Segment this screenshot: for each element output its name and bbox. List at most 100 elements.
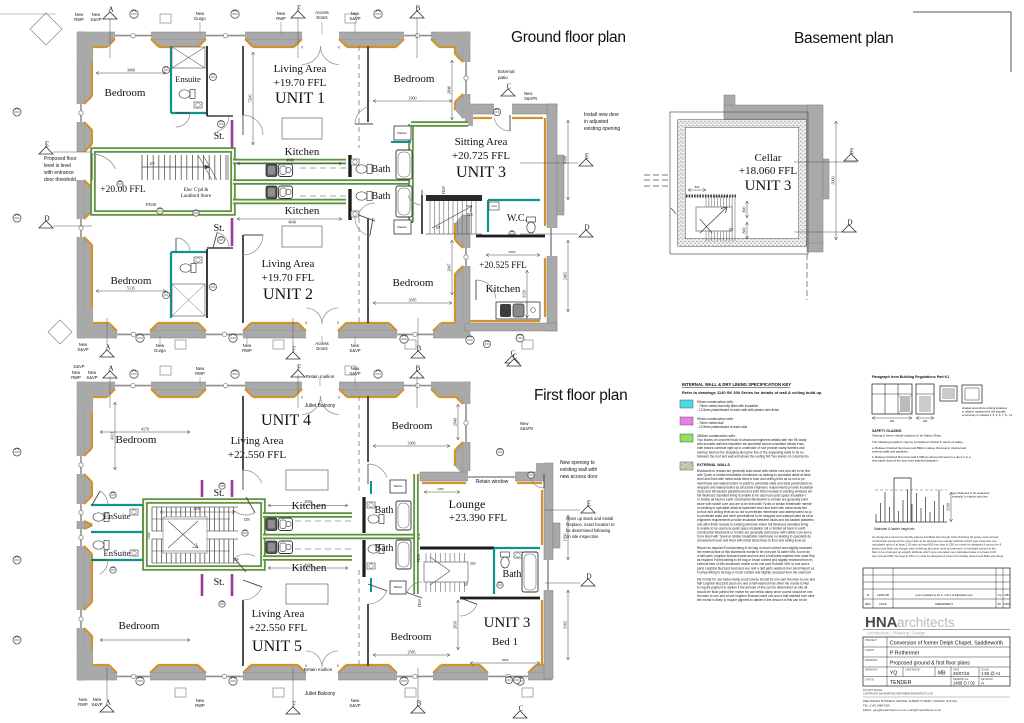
svg-text:YQ: YQ [997, 593, 1002, 597]
svg-text:3306: 3306 [408, 441, 416, 446]
svg-text:TEL: 0145 1888 4320: TEL: 0145 1888 4320 [863, 704, 890, 708]
svg-text:B: B [416, 5, 421, 13]
svg-text:RWP: RWP [242, 348, 252, 353]
svg-text:Retain window: Retain window [476, 479, 509, 485]
svg-text:Bedroom: Bedroom [119, 620, 160, 632]
svg-text:29/07/18: 29/07/18 [953, 671, 970, 676]
svg-text:External: External [498, 69, 515, 74]
svg-text:Bath: Bath [375, 543, 394, 554]
svg-text:Kitchen: Kitchen [292, 562, 327, 574]
svg-text:Conversion of former Delph Cha: Conversion of former Delph Chapel, Saddl… [890, 641, 1003, 647]
svg-text:New: New [243, 343, 252, 348]
svg-text:in adjusted: in adjusted [584, 119, 608, 125]
svg-text:Elec C'pd &: Elec C'pd & [184, 188, 209, 193]
svg-text:Cellar: Cellar [755, 152, 782, 164]
svg-text:Bath: Bath [372, 164, 391, 175]
svg-text:both leaves continue right up: both leaves continue right up to undersi… [697, 446, 805, 450]
svg-text:+20.525 FFL: +20.525 FFL [479, 260, 527, 270]
svg-text:New: New [351, 366, 360, 371]
svg-text:Proposed floor: Proposed floor [44, 156, 77, 162]
svg-text:S&VP: S&VP [77, 347, 88, 352]
svg-text:level and lined with metal stu: level and lined with metal studs fixed t… [697, 477, 805, 481]
svg-text:STATUS: STATUS [865, 679, 874, 682]
svg-text:side panel close at the door (: side panel close at the door (see attach… [872, 459, 938, 463]
svg-text:a summary is marked 4, 3, 2, 6: a summary is marked 4, 3, 2, 6, 7, 8 - 1… [962, 413, 1012, 417]
svg-text:RWP: RWP [276, 16, 286, 21]
svg-text:HNA: HNA [865, 614, 898, 631]
svg-text:1100: 1100 [946, 503, 951, 511]
svg-text:DO NOT SCALE: DO NOT SCALE [863, 688, 883, 692]
svg-text:EXTERNAL WALLS: EXTERNAL WALLS [697, 463, 730, 467]
svg-text:MB: MB [1004, 593, 1008, 597]
svg-text:S&VP: S&VP [86, 375, 97, 380]
svg-text:New: New [196, 698, 205, 703]
svg-text:New: New [351, 698, 360, 703]
svg-text:New: New [520, 421, 529, 426]
svg-text:wall top barriers the strappin: wall top barriers the strapping along th… [697, 450, 804, 454]
svg-text:DN: DN [470, 562, 476, 566]
svg-text:2300: 2300 [147, 532, 151, 539]
svg-text:- 12.5mm plasterboard to each: - 12.5mm plasterboard to each side with … [697, 408, 779, 412]
svg-text:Washer: Washer [397, 131, 407, 135]
svg-text:800: 800 [695, 185, 700, 189]
svg-text:Kitchen: Kitchen [292, 500, 327, 512]
svg-text:New: New [524, 91, 533, 96]
svg-text:5135: 5135 [127, 286, 135, 291]
svg-text:1380: 1380 [437, 487, 444, 491]
svg-text:St.: St. [214, 488, 225, 499]
svg-text:E: E [585, 153, 589, 161]
svg-text:to penetrate walls and steel p: to penetrate walls and steel penetration… [697, 514, 813, 518]
svg-text:New: New [79, 697, 88, 702]
svg-text:CHKD: CHKD [1003, 603, 1010, 606]
svg-text:of handrails carried at the up: of handrails carried at the upper flats … [872, 539, 997, 543]
svg-text:P Rothermel: P Rothermel [890, 651, 919, 657]
svg-text:door threshold: door threshold [44, 177, 76, 183]
svg-text:New opening to: New opening to [560, 460, 595, 466]
svg-text:the mortar for use below damp: the mortar for use below damp proof cour… [697, 578, 815, 582]
svg-text:Retain mullion: Retain mullion [306, 374, 335, 379]
svg-text:UNIT 1: UNIT 1 [275, 90, 325, 107]
svg-text:UNIT 5: UNIT 5 [252, 638, 302, 655]
svg-text:D: D [847, 219, 852, 227]
svg-text:Glazing in these critical loca: Glazing in these critical locations to b… [872, 434, 942, 438]
svg-text:a half parts Leighton Buzzard: a half parts Leighton Buzzard sand and o… [697, 554, 815, 558]
svg-text:1:50 @ A1: 1:50 @ A1 [981, 671, 1001, 676]
svg-text:flats to be arranged up equall: flats to be arranged up equally attribut… [872, 550, 996, 554]
svg-text:1760: 1760 [563, 534, 568, 542]
svg-text:Two leaves of concrete block t: Two leaves of concrete block to structur… [697, 438, 807, 442]
svg-text:UP: UP [436, 226, 441, 230]
svg-text:existing wall with: existing wall with [560, 467, 597, 473]
svg-text:E: E [587, 500, 591, 508]
svg-text:B: B [417, 345, 422, 353]
svg-text:Staircase & ladder height etc: Staircase & ladder height etc [874, 527, 915, 531]
svg-text:2846: 2846 [447, 86, 452, 94]
svg-text:2650: 2650 [453, 621, 458, 629]
svg-text:b. Between finished floor leve: b. Between finished floor level and 1,50… [872, 455, 971, 459]
svg-text:in relation replacement 2M typ: in relation replacement 2M typically [962, 410, 1006, 414]
svg-text:engineers requirements provide: engineers requirements provide insulatio… [697, 518, 814, 522]
svg-text:RWP: RWP [71, 375, 81, 380]
svg-text:2865: 2865 [509, 250, 516, 254]
svg-text:D: D [584, 224, 589, 232]
svg-text:+22.550 FFL: +22.550 FFL [249, 622, 307, 634]
svg-text:EnSuite: EnSuite [104, 511, 131, 521]
svg-text:full thickness insulated linin: full thickness insulated lining is unabl… [697, 494, 807, 498]
svg-text:calculated area of at least 2.: calculated area of at least 2.00 sqm at … [872, 543, 1001, 547]
svg-text:MB: MB [938, 671, 946, 677]
svg-text:F: F [292, 346, 296, 354]
svg-text:7200: 7200 [248, 95, 253, 103]
svg-text:wrapped and waterproofed as st: wrapped and waterproofed as structural e… [697, 485, 813, 489]
svg-text:Refer to drawings 1140 SK 300: Refer to drawings 1140 SK 300 Series for… [682, 390, 822, 395]
svg-text:existing opening: existing opening [584, 126, 620, 132]
svg-text:A: A [108, 365, 113, 373]
svg-text:CHECKED BY: CHECKED BY [905, 669, 921, 672]
svg-text:architects: architects [897, 615, 955, 630]
svg-text:D: D [44, 215, 49, 223]
svg-text:A: A [108, 6, 113, 14]
svg-text:4000: 4000 [304, 564, 311, 568]
svg-text:St.: St. [214, 223, 225, 234]
svg-text:external face of this stonewor: external face of this stonework mortar t… [697, 562, 809, 566]
svg-text:First floor plan: First floor plan [534, 387, 627, 404]
svg-text:2465: 2465 [563, 272, 568, 280]
svg-text:Access: Access [315, 10, 329, 15]
